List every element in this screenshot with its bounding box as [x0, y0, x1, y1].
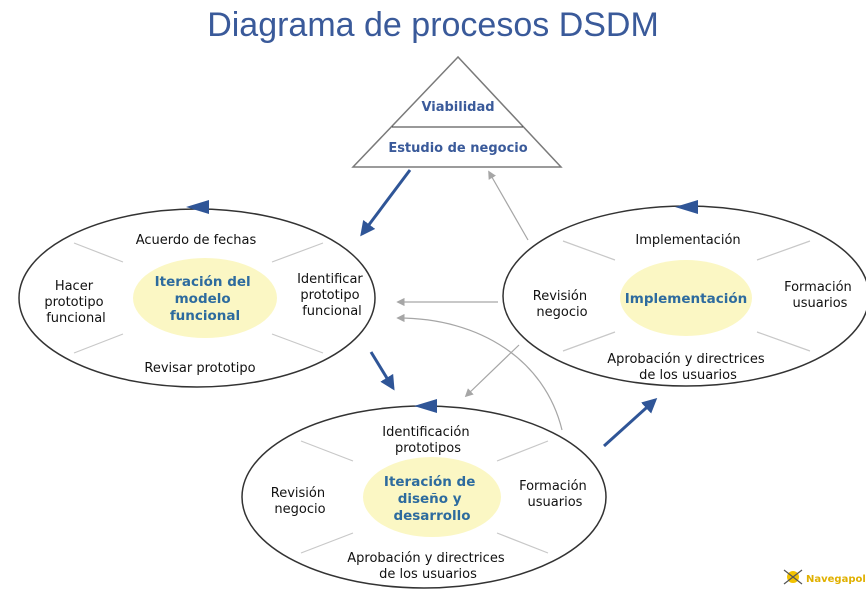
- feasibility-label: Viabilidad: [421, 100, 494, 115]
- agree-dates-label: Acuerdo de fechas: [136, 233, 257, 248]
- user-training-label: Formación usuarios: [784, 280, 856, 311]
- implementation-cycle: Implementación Implementación Formación …: [502, 200, 866, 387]
- make-prototype-label: Hacer prototipo funcional: [44, 279, 107, 326]
- design-core-label: Iteración de diseño y desarrollo: [384, 474, 480, 524]
- divider: [496, 532, 549, 554]
- logo-stroke: [783, 569, 803, 585]
- divider: [756, 331, 811, 352]
- implementation-core-label: Implementación: [625, 291, 747, 307]
- functional-core-label: Iteración del modelo funcional: [155, 274, 256, 324]
- diagram-title: Diagrama de procesos DSDM: [207, 6, 659, 44]
- design-to-implementation-arrow: [602, 397, 658, 448]
- cycle-direction-arrow: [414, 399, 437, 413]
- navegapolis-logo: Navegapolis: [783, 569, 866, 585]
- impl-to-design-arrow: [464, 344, 520, 398]
- user-approval-label: Aprobación y directrices de los usuarios: [347, 551, 508, 582]
- business-review-label: Revisión negocio: [271, 486, 329, 517]
- divider: [562, 331, 616, 352]
- user-approval-label: Aprobación y directrices de los usuarios: [607, 352, 768, 383]
- review-prototype-label: Revisar prototipo: [144, 361, 255, 376]
- divider: [496, 440, 549, 462]
- design-core: [363, 457, 501, 537]
- identify-prototypes-label: Identificación prototipos: [382, 425, 473, 456]
- identify-prototype-label: Identificar prototipo funcional: [297, 272, 367, 319]
- feedback-arrows: [396, 170, 563, 431]
- design-to-functional-arrow: [396, 313, 563, 431]
- business-review-label: Revisión negocio: [533, 289, 591, 320]
- divider: [73, 242, 124, 263]
- divider: [271, 242, 324, 263]
- functional-model-cycle: Iteración del modelo funcional Acuerdo d…: [18, 200, 376, 388]
- divider: [300, 440, 354, 462]
- divider: [271, 333, 324, 354]
- implementation-top-label: Implementación: [635, 233, 740, 248]
- impl-to-triangle-arrow: [488, 170, 529, 241]
- divider: [73, 333, 124, 354]
- feasibility-triangle: Viabilidad Estudio de negocio: [351, 55, 563, 168]
- functional-core: [133, 258, 277, 338]
- user-training-label: Formación usuarios: [519, 479, 591, 510]
- functional-to-design-arrow: [369, 351, 395, 391]
- divider: [300, 532, 354, 554]
- implementation-core: [620, 260, 752, 336]
- divider: [756, 240, 811, 261]
- cycle-direction-arrow: [186, 200, 209, 214]
- flow-arrows: [360, 169, 658, 448]
- divider: [562, 240, 616, 261]
- triangle-to-functional-arrow: [360, 169, 412, 237]
- triangle-shape: [351, 55, 563, 168]
- design-build-cycle: Iteración de diseño y desarrollo Identif…: [241, 399, 607, 589]
- business-study-label: Estudio de negocio: [388, 141, 527, 156]
- logo-text: Navegapolis: [806, 574, 866, 585]
- cycle-direction-arrow: [675, 200, 698, 214]
